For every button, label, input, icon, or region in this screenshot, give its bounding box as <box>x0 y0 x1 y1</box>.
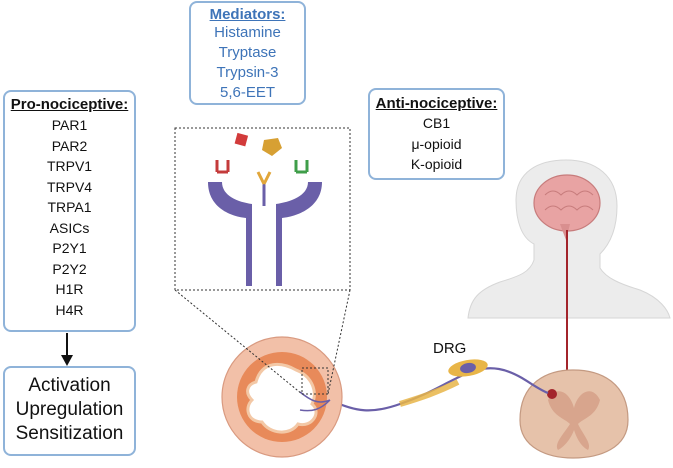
receptor-item: CB1 <box>422 115 451 131</box>
brain-icon <box>533 174 601 232</box>
receptor-item: H4R <box>55 301 84 318</box>
outcome-item: Sensitization <box>15 423 124 444</box>
pro-nociceptive-title: Pro-nociceptive: <box>10 96 129 113</box>
mediators-box: Mediators: Histamine Tryptase Trypsin-3 … <box>189 1 306 105</box>
outcome-box: Activation Upregulation Sensitization <box>3 366 136 456</box>
zoom-region <box>301 367 329 395</box>
receptor-item: μ-opioid <box>411 135 462 152</box>
outcome-item: Activation <box>28 375 111 396</box>
receptor-red-icon <box>215 160 230 174</box>
pro-nociceptive-box: Pro-nociceptive: PAR1 PAR2 TRPV1 TRPV4 T… <box>3 90 136 332</box>
receptor-item: P2Y1 <box>52 240 87 256</box>
receptor-item: PAR2 <box>51 137 88 154</box>
receptor-yellow-icon <box>256 171 272 185</box>
mediator-item: Tryptase <box>218 44 277 61</box>
receptor-inset <box>174 127 351 291</box>
receptor-item: K-opioid <box>410 156 463 172</box>
human-head-icon <box>467 159 671 319</box>
receptor-item: ASICs <box>49 219 90 236</box>
mediator-item: Trypsin-3 <box>216 64 279 81</box>
spinal-cord-icon <box>519 369 629 459</box>
mediator-item: 5,6-EET <box>219 84 276 101</box>
receptor-item: TRPV1 <box>46 158 93 174</box>
ligand-square-icon <box>234 132 249 147</box>
receptor-item: P2Y2 <box>52 260 87 277</box>
nerve-terminal-icon <box>208 182 322 286</box>
receptor-item: TRPV4 <box>46 178 93 195</box>
mediators-title: Mediators: <box>209 6 286 23</box>
anti-nociceptive-title: Anti-nociceptive: <box>375 95 498 112</box>
receptor-item: PAR1 <box>51 117 88 133</box>
anti-nociceptive-box: Anti-nociceptive: CB1 μ-opioid K-opioid <box>368 88 505 180</box>
outcome-item: Upregulation <box>15 399 124 420</box>
ligand-pentagon-icon <box>262 138 282 156</box>
receptor-green-icon <box>294 160 309 174</box>
mediator-item: Histamine <box>214 24 281 41</box>
receptor-item: TRPA1 <box>47 199 92 215</box>
colon-cross-section-icon <box>221 336 343 458</box>
drg-label: DRG <box>433 340 466 357</box>
receptor-item: H1R <box>55 281 84 297</box>
